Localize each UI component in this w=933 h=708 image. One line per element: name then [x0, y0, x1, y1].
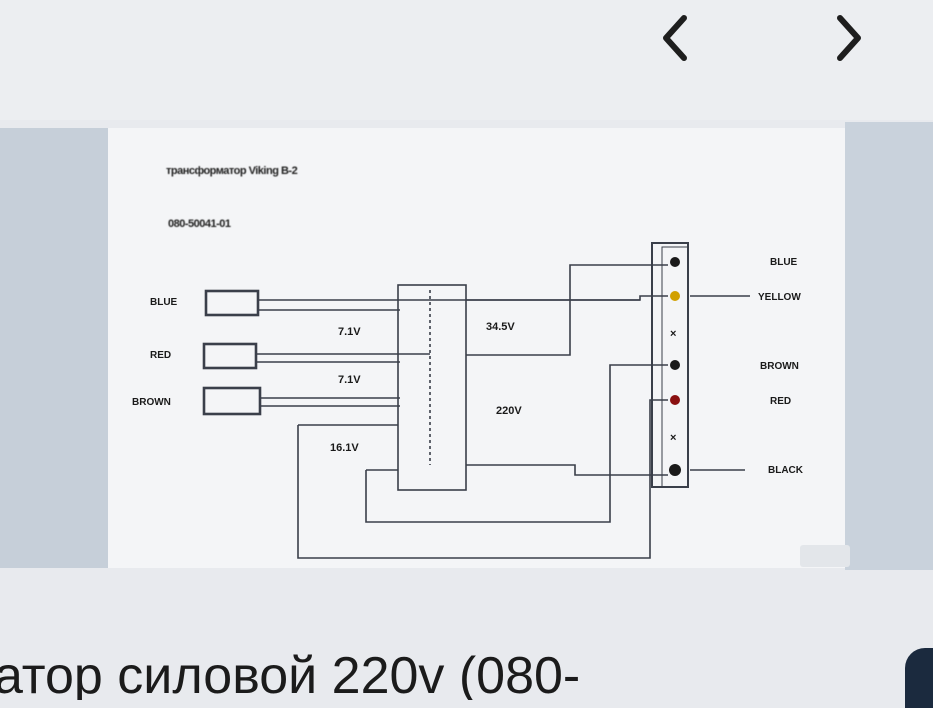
- terminal-5: [670, 395, 680, 405]
- terminal-2: [670, 291, 680, 301]
- right-label-red: RED: [770, 396, 791, 407]
- transformer-core: [397, 284, 467, 491]
- right-label-black: BLACK: [768, 465, 804, 476]
- terminal-1: [670, 257, 680, 267]
- connector-blue: [204, 289, 260, 317]
- voltage-label-4: 34.5V: [486, 321, 515, 333]
- image-counter-badge: [800, 545, 850, 567]
- left-label-blue: BLUE: [150, 297, 178, 308]
- terminal-7: [669, 464, 681, 476]
- voltage-label-1: 7.1V: [338, 326, 361, 338]
- connector-red: [202, 342, 258, 370]
- terminal-3-x: ×: [670, 328, 676, 340]
- product-title: атор силовой 220v (080-: [0, 640, 920, 700]
- next-image-button[interactable]: [826, 8, 874, 64]
- gallery-right-panel[interactable]: [845, 122, 933, 570]
- voltage-label-3: 16.1V: [330, 442, 359, 454]
- right-label-brown: BROWN: [760, 361, 799, 372]
- top-bar: [0, 0, 933, 120]
- left-label-brown: BROWN: [132, 397, 171, 408]
- voltage-label-2: 7.1V: [338, 374, 361, 386]
- connector-brown: [202, 386, 262, 416]
- image-viewer[interactable]: [108, 128, 845, 568]
- chevron-right-icon: [837, 15, 861, 61]
- gallery-left-panel: [0, 128, 108, 568]
- left-label-red: RED: [150, 350, 171, 361]
- right-label-blue: BLUE: [770, 257, 798, 268]
- product-title-text: атор силовой 220v (080-: [0, 647, 581, 700]
- right-label-yellow: YELLOW: [758, 292, 801, 303]
- prev-image-button[interactable]: [652, 8, 700, 64]
- chevron-left-icon: [663, 15, 687, 61]
- floating-action-corner[interactable]: [905, 648, 933, 708]
- document-code: 080-50041-01: [168, 218, 231, 230]
- voltage-label-5: 220V: [496, 405, 522, 417]
- document-title: трансформатор Viking B-2: [166, 165, 298, 177]
- terminal-4: [670, 360, 680, 370]
- terminal-6-x: ×: [670, 432, 676, 444]
